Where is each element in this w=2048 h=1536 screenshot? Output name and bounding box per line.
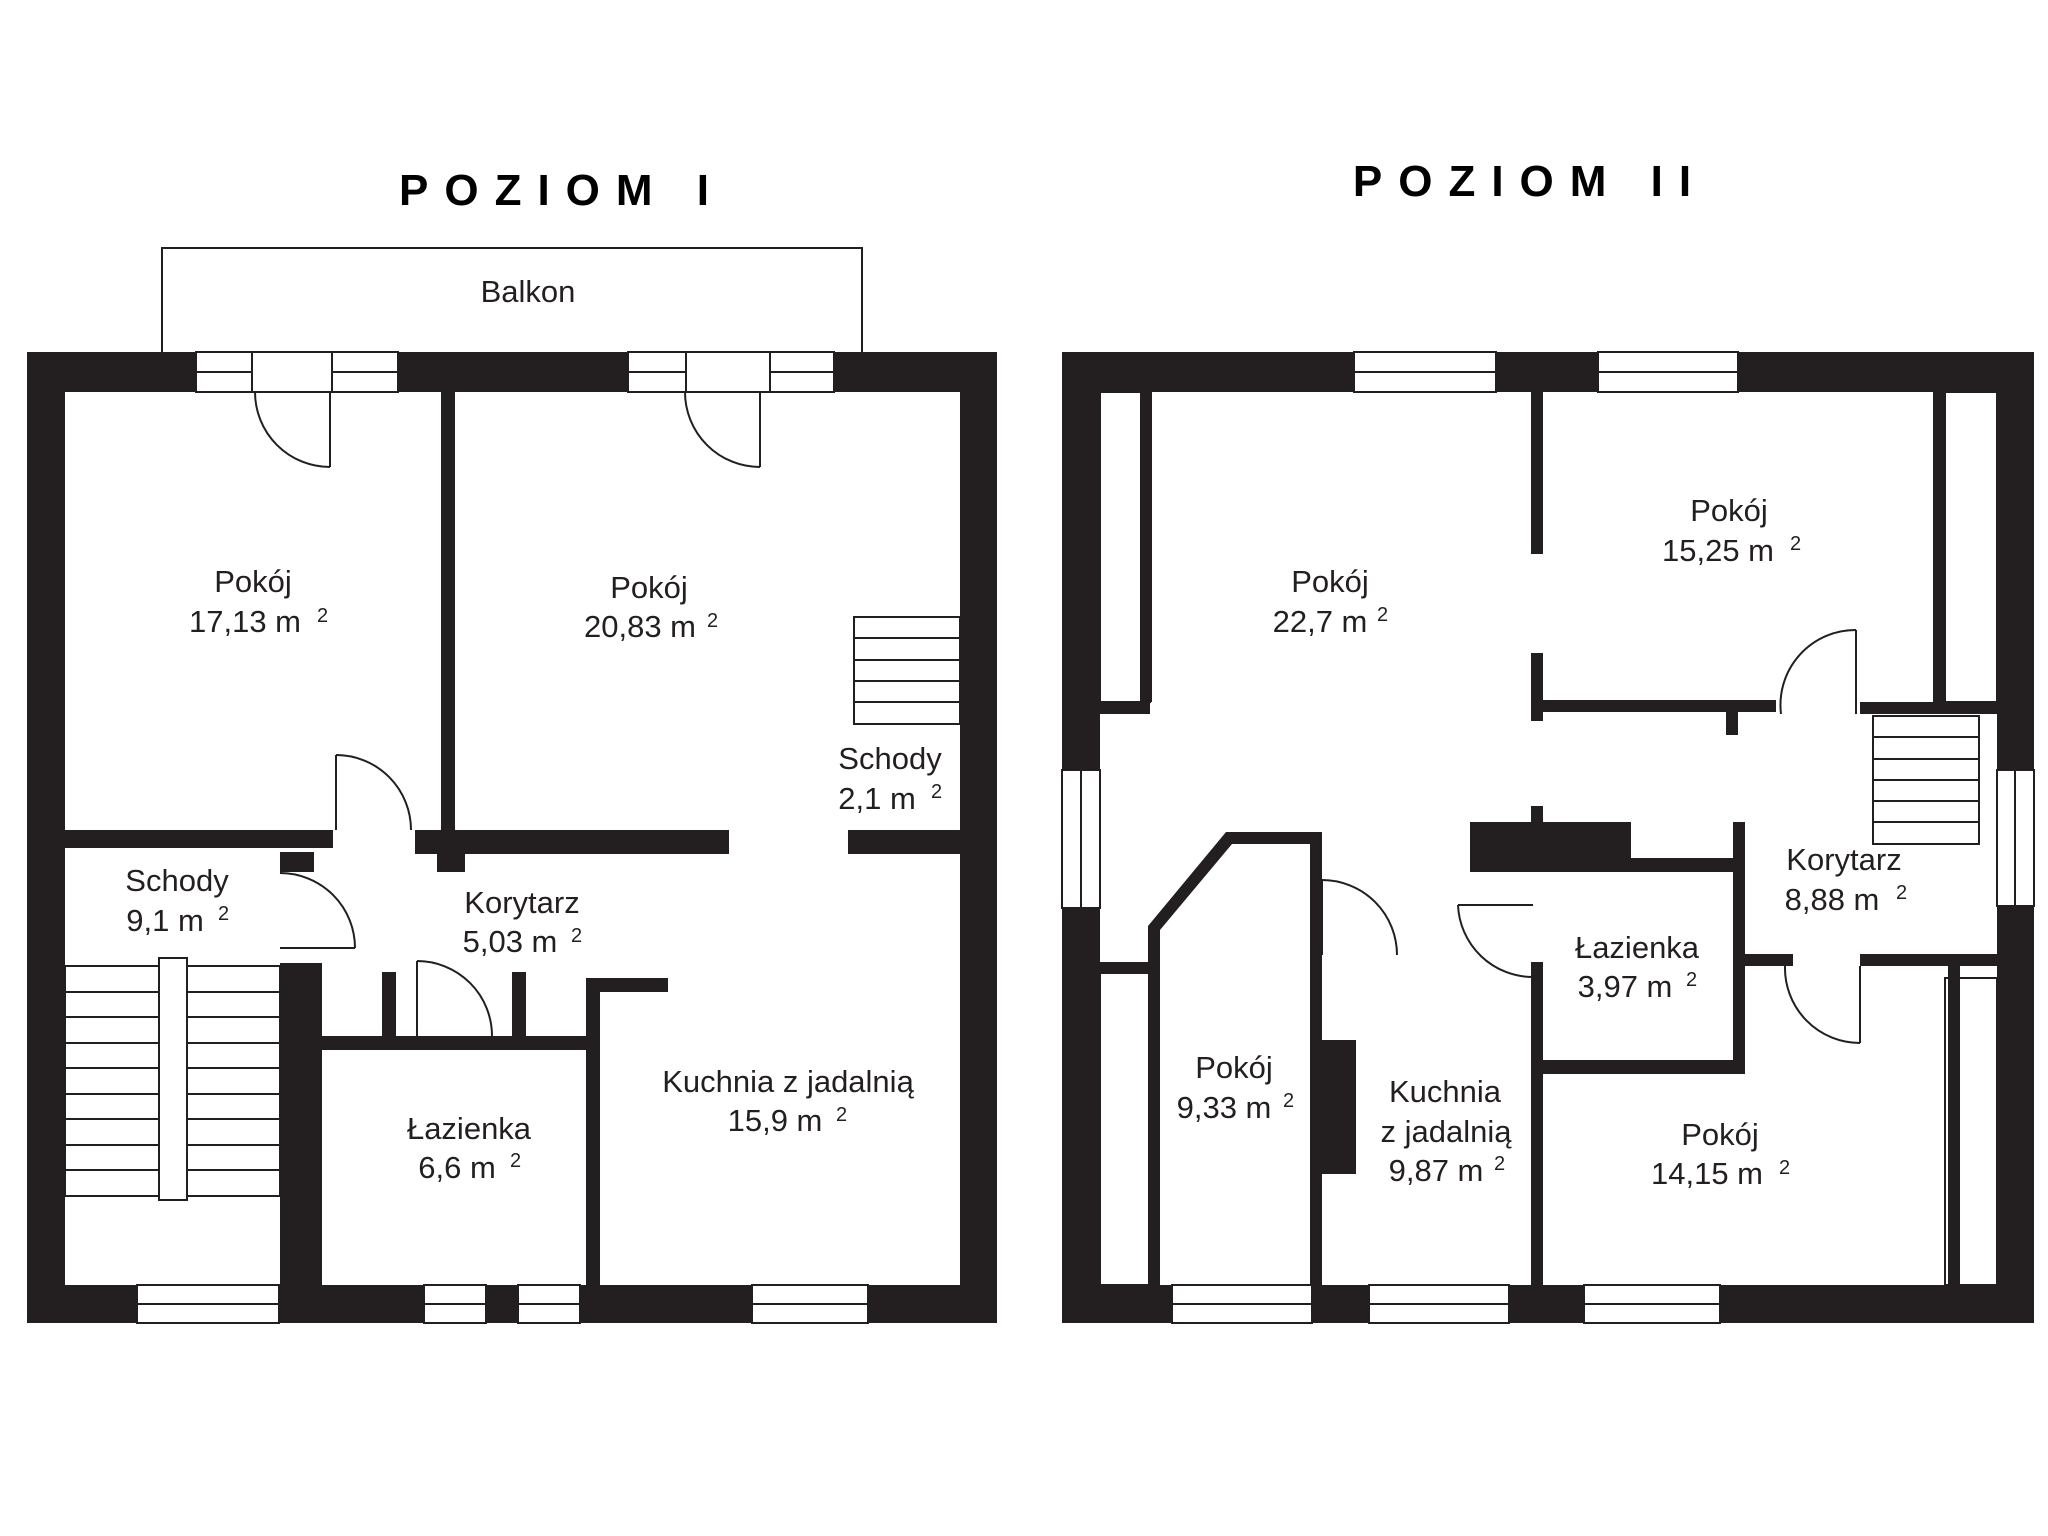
doors-level-2: [1321, 628, 1861, 1044]
room-label: Schody: [838, 741, 942, 776]
room-area: 22,7 m: [1273, 604, 1368, 639]
room-area: 15,25 m: [1662, 533, 1774, 568]
room-label: Pokój: [610, 570, 688, 605]
room-labels-level-1: Pokój 17,13 m 2 Pokój 20,83 m 2 Schody 2…: [125, 564, 942, 1185]
windows-level-2: [1061, 351, 2035, 1324]
interior-walls-level-1: [65, 392, 960, 1285]
room-area: 2,1 m: [838, 781, 916, 816]
top-openings-level-1: [195, 351, 835, 393]
room-label: Pokój: [1291, 564, 1369, 599]
area-sup: 2: [317, 605, 328, 627]
area-sup: 2: [571, 925, 582, 947]
area-sup: 2: [1790, 533, 1801, 555]
room-area: 9,87 m: [1389, 1153, 1484, 1188]
stairs-small-level-1: [853, 616, 961, 725]
plan-level-2: POZIOM II: [1061, 157, 2035, 1324]
balcony-outline: [161, 247, 863, 355]
room-area: 15,9 m: [728, 1103, 823, 1138]
room-label: Pokój: [1195, 1050, 1273, 1085]
level-2-title: POZIOM II: [1353, 157, 1707, 206]
area-sup: 2: [1896, 882, 1907, 904]
room-label: Kuchnia z jadalnią: [662, 1064, 914, 1099]
area-sup: 2: [1686, 969, 1697, 991]
room-area: 14,15 m: [1651, 1156, 1763, 1191]
room-area: 5,03 m: [463, 924, 558, 959]
room-label: Pokój: [214, 564, 292, 599]
bottom-windows-level-1: [136, 1284, 869, 1324]
room-area: 3,97 m: [1578, 969, 1673, 1004]
area-sup: 2: [510, 1150, 521, 1172]
room-area: 9,33 m: [1177, 1090, 1272, 1125]
area-sup: 2: [1283, 1090, 1294, 1112]
room-label: Łazienka: [407, 1111, 532, 1146]
area-sup: 2: [218, 903, 229, 925]
room-label: Kuchnia: [1389, 1074, 1502, 1109]
balcony-label: Balkon: [481, 274, 576, 309]
stairs-large-level-1: [64, 957, 281, 1201]
room-area: 9,1 m: [126, 903, 204, 938]
room-label: Korytarz: [1786, 842, 1901, 877]
area-sup: 2: [1377, 604, 1388, 626]
room-area: 6,6 m: [418, 1150, 496, 1185]
room-labels-level-2: Pokój 22,7 m 2 Pokój 15,25 m 2 Korytarz …: [1177, 493, 1908, 1191]
area-sup: 2: [931, 781, 942, 803]
room-label: Korytarz: [464, 885, 579, 920]
level-1-title: POZIOM I: [399, 166, 725, 215]
stairs-level-2: [1872, 715, 1980, 845]
room-label: Łazienka: [1575, 930, 1700, 965]
room-area: 8,88 m: [1785, 882, 1880, 917]
doors-level-1: [254, 391, 761, 1037]
room-label: Schody: [125, 863, 229, 898]
room-label-line2: z jadalnią: [1381, 1114, 1513, 1149]
room-label: Pokój: [1681, 1117, 1759, 1152]
room-area: 20,83 m: [584, 609, 696, 644]
room-area: 17,13 m: [189, 604, 301, 639]
plan-level-1: POZIOM I Balkon: [27, 166, 997, 1324]
area-sup: 2: [1494, 1153, 1505, 1175]
area-sup: 2: [707, 610, 718, 632]
room-label: Pokój: [1690, 493, 1768, 528]
interior-walls-level-2: [1100, 392, 1997, 1285]
area-sup: 2: [1779, 1157, 1790, 1179]
area-sup: 2: [836, 1104, 847, 1126]
